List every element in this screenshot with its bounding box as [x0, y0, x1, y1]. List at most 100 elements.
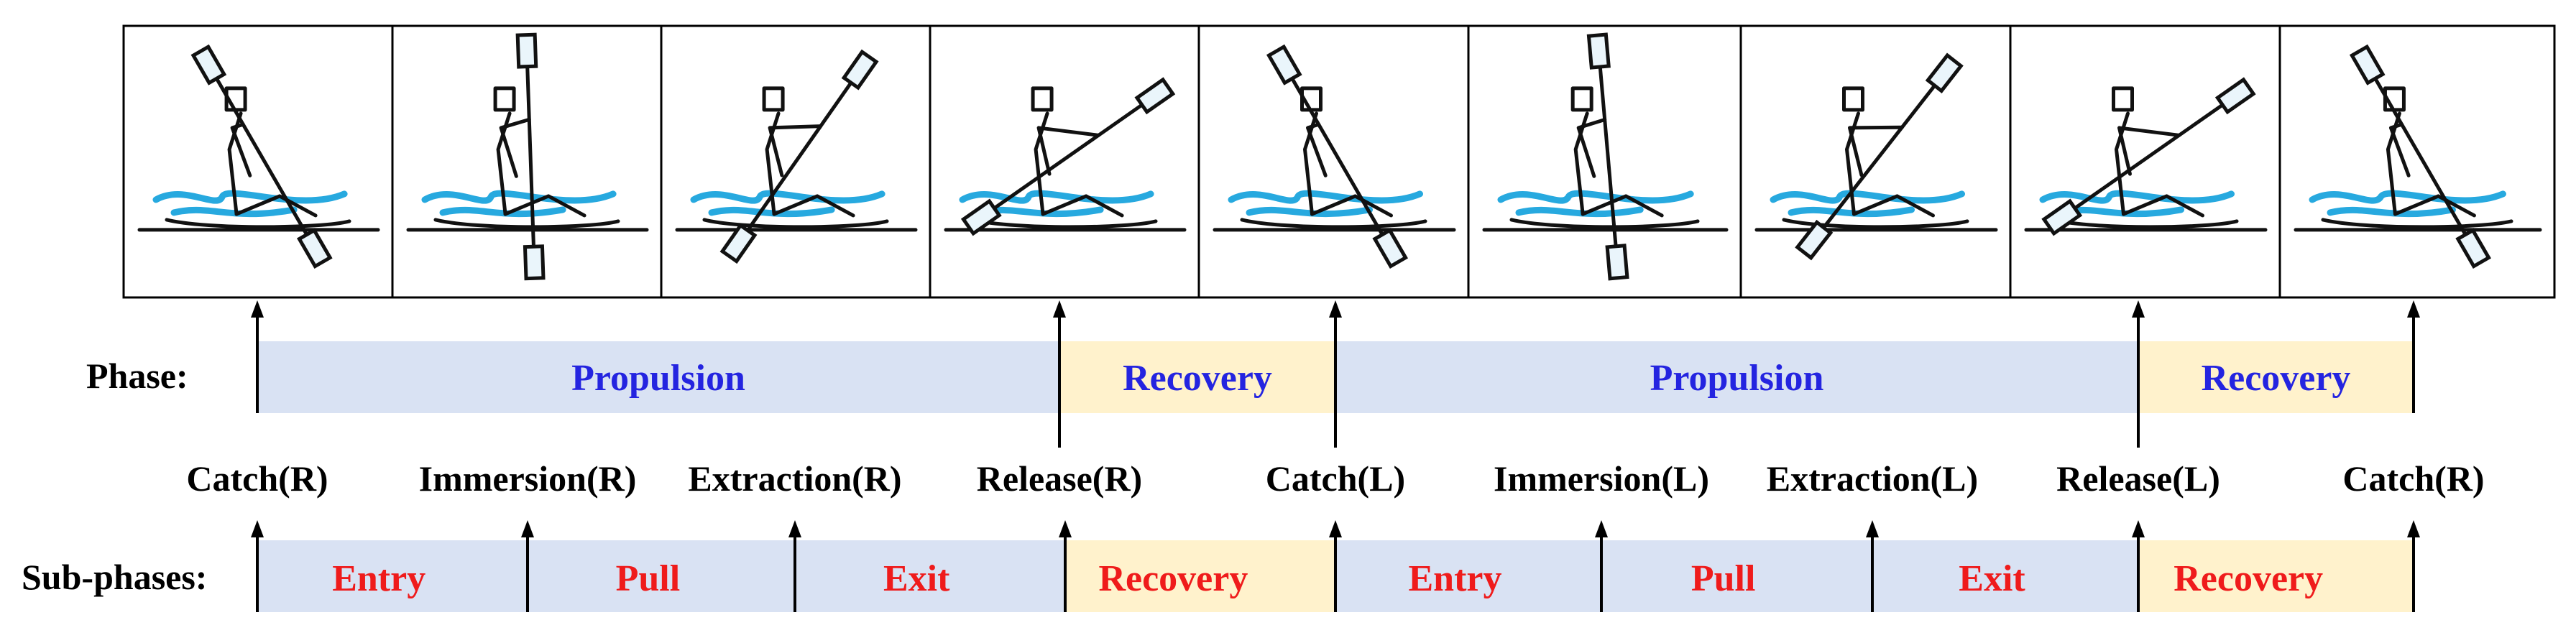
phase-band-propulsion: [257, 341, 1059, 413]
water-wave: [1770, 190, 1965, 204]
event-label: Release(R): [977, 458, 1142, 499]
event-label: Extraction(L): [1767, 458, 1978, 499]
paddle-blade: [1586, 32, 1611, 70]
frame-border: [2009, 24, 2281, 299]
paddle-blade: [1372, 228, 1409, 269]
paddle-blade: [2455, 228, 2491, 269]
subphase-label: Recovery: [2174, 558, 2323, 599]
frame-border: [122, 24, 394, 299]
frame-immersion-right: [391, 24, 663, 299]
subphase-arrow: [521, 520, 534, 612]
kayak-hull: [1213, 218, 1456, 232]
paddle-blade: [1134, 77, 1176, 115]
subphase-band-recovery: [2138, 540, 2414, 612]
paddler-head: [493, 86, 516, 112]
kayak-hull: [1754, 218, 1998, 232]
subphase-band-propulsion: [795, 540, 1065, 612]
subphase-band-propulsion: [1601, 540, 1872, 612]
paddle-blade: [2041, 198, 2083, 236]
kayak-hull: [675, 218, 918, 232]
phase-label: Recovery: [2202, 358, 2351, 399]
kayak-hull: [1482, 218, 1729, 232]
phase-label: Propulsion: [571, 358, 745, 399]
water-wave: [708, 206, 835, 218]
paddle-blade: [523, 244, 546, 281]
paddler-head: [1031, 86, 1054, 112]
water-wave: [1515, 206, 1644, 218]
event-label: Catch(L): [1266, 458, 1405, 499]
event-arrow-top: [2132, 300, 2145, 448]
stroke-frames: [122, 24, 2556, 299]
paddler-legs: [2393, 194, 2476, 218]
phase-label: Propulsion: [1650, 358, 1824, 399]
event-arrow-top: [1053, 300, 1066, 448]
event-arrow-top: [1329, 300, 1342, 448]
paddle-blade: [190, 44, 227, 85]
water-wave: [439, 206, 566, 218]
paddle-shaft: [1282, 63, 1392, 251]
water-wave: [421, 190, 617, 204]
paddler-arms: [230, 122, 252, 177]
kayak-hull: [2294, 218, 2542, 232]
subphase-arrow: [2407, 520, 2420, 612]
paddler-head: [2112, 86, 2134, 112]
water-wave: [1788, 206, 1915, 218]
subphase-arrow: [2132, 520, 2145, 612]
paddler-arms: [1576, 118, 1607, 178]
subphase-arrow: [1866, 520, 1879, 612]
event-label: Catch(R): [186, 458, 328, 499]
water-wave: [1228, 190, 1423, 204]
frame-catch-right-2: [2278, 24, 2556, 299]
subphase-row-label: Sub-phases:: [22, 557, 207, 597]
paddle-blade: [296, 228, 333, 269]
paddle-blade: [1266, 44, 1302, 85]
phase-label: Recovery: [1123, 358, 1272, 399]
paddle-shaft: [206, 63, 317, 251]
subphase-label: Entry: [332, 558, 426, 599]
frame-extraction-left: [1739, 24, 2012, 299]
paddler-arms: [499, 117, 531, 178]
paddler-head: [1570, 86, 1593, 112]
paddler-legs: [1310, 194, 1393, 218]
subphase-band-recovery: [1065, 540, 1335, 612]
paddle-shaft: [1812, 71, 1946, 242]
frame-border: [1197, 24, 1470, 299]
water-wave: [690, 190, 886, 204]
paddle-blade: [719, 223, 758, 264]
water-wave: [152, 190, 348, 204]
paddler-torso: [2115, 111, 2130, 216]
paddle-shaft: [525, 49, 536, 264]
kayak-hull: [137, 218, 380, 232]
paddler-legs: [503, 194, 586, 218]
frame-border: [929, 24, 1200, 299]
paddle-blade: [841, 49, 879, 91]
event-arrow-top: [251, 300, 264, 413]
subphase-arrow: [1059, 520, 1072, 612]
water-wave: [959, 190, 1154, 204]
event-label: Release(L): [2056, 458, 2220, 499]
paddler-legs: [1581, 194, 1664, 218]
water-wave: [170, 206, 298, 218]
subphase-arrow: [1329, 520, 1342, 612]
paddle-blade: [1925, 52, 1964, 93]
paddler-torso: [765, 111, 781, 216]
paddler-legs: [234, 194, 318, 218]
subphase-label: Exit: [883, 558, 950, 599]
paddle-shaft: [737, 68, 862, 246]
subphase-band-propulsion: [257, 540, 528, 612]
frame-catch-left: [1197, 24, 1470, 299]
subphase-label: Entry: [1409, 558, 1502, 599]
water-wave: [2039, 190, 2235, 204]
event-label: Extraction(R): [688, 458, 901, 499]
event-arrows: [251, 300, 2420, 612]
subphase-arrow: [1595, 520, 1608, 612]
event-label: Catch(R): [2342, 458, 2484, 499]
phase-bands: [257, 341, 2414, 612]
paddler-arms: [1036, 126, 1100, 176]
paddler-torso: [1034, 111, 1049, 216]
frame-release-left: [2009, 24, 2281, 299]
water-wave: [2309, 190, 2506, 204]
phase-band-propulsion: [1335, 341, 2138, 413]
